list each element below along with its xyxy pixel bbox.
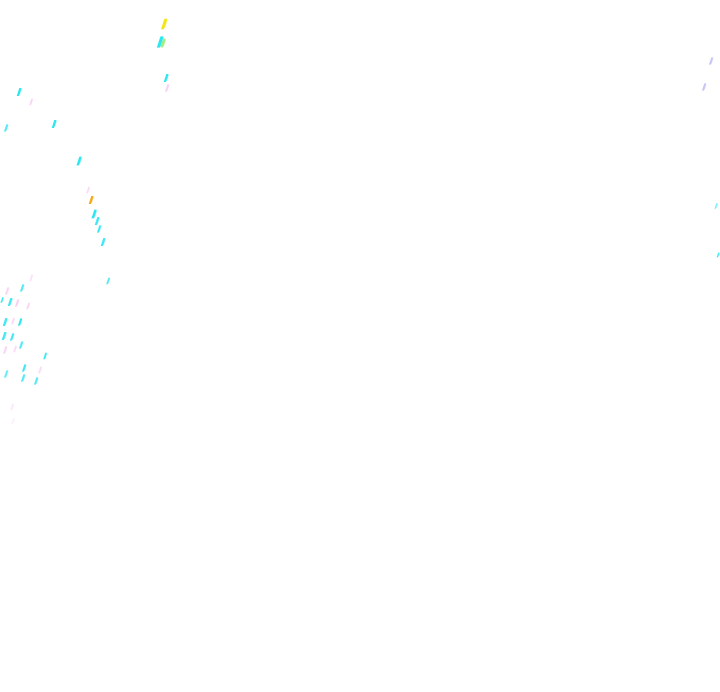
- glyph-mark: [3, 124, 9, 132]
- glyph-mark: [708, 57, 714, 65]
- glyph-mark: [2, 318, 8, 326]
- glyph-mark: [26, 302, 31, 310]
- glyph-mark: [7, 298, 13, 306]
- glyph-mark: [9, 333, 15, 341]
- glyph-mark: [1, 332, 7, 340]
- glyph-mark: [3, 370, 9, 378]
- glyph-mark: [14, 299, 20, 307]
- glyph-mark: [96, 225, 102, 233]
- glyph-mark: [76, 156, 83, 166]
- glyph-mark: [91, 209, 98, 219]
- glyph-mark: [86, 186, 91, 194]
- glyph-mark: [29, 274, 34, 282]
- glyph-mark: [0, 297, 4, 303]
- glyph-mark: [2, 346, 8, 354]
- glyph-mark: [714, 203, 718, 209]
- glyph-mark: [20, 374, 26, 382]
- glyph-mark: [21, 364, 27, 372]
- glyph-mark: [4, 287, 10, 295]
- glyph-mark: [43, 352, 48, 360]
- glyph-mark: [17, 318, 23, 326]
- glyph-mark: [11, 418, 15, 424]
- glyph-marks: [0, 18, 720, 424]
- glyph-mark: [29, 98, 34, 106]
- glyph-mark: [106, 277, 111, 285]
- glyph-mark: [33, 377, 39, 385]
- glyph-mark: [11, 317, 16, 325]
- glyph-mark: [163, 74, 169, 82]
- glyph-mark: [701, 83, 707, 91]
- glyph-mark: [38, 366, 43, 374]
- glyph-mark: [13, 345, 18, 353]
- glyph-mark: [716, 252, 720, 258]
- glyph-mark: [161, 18, 168, 30]
- glyph-mark: [94, 217, 100, 225]
- glyph-mark: [164, 84, 170, 92]
- glyph-mark: [100, 238, 106, 246]
- glyph-mark: [19, 284, 25, 292]
- glyph-mark: [10, 403, 15, 411]
- glyph-mark: [51, 120, 57, 128]
- glyph-mark: [16, 88, 22, 96]
- glyph-mark: [18, 341, 24, 349]
- glyph-mark: [88, 196, 94, 204]
- glyph-mark: [156, 36, 164, 48]
- glyph-mark: [160, 38, 167, 48]
